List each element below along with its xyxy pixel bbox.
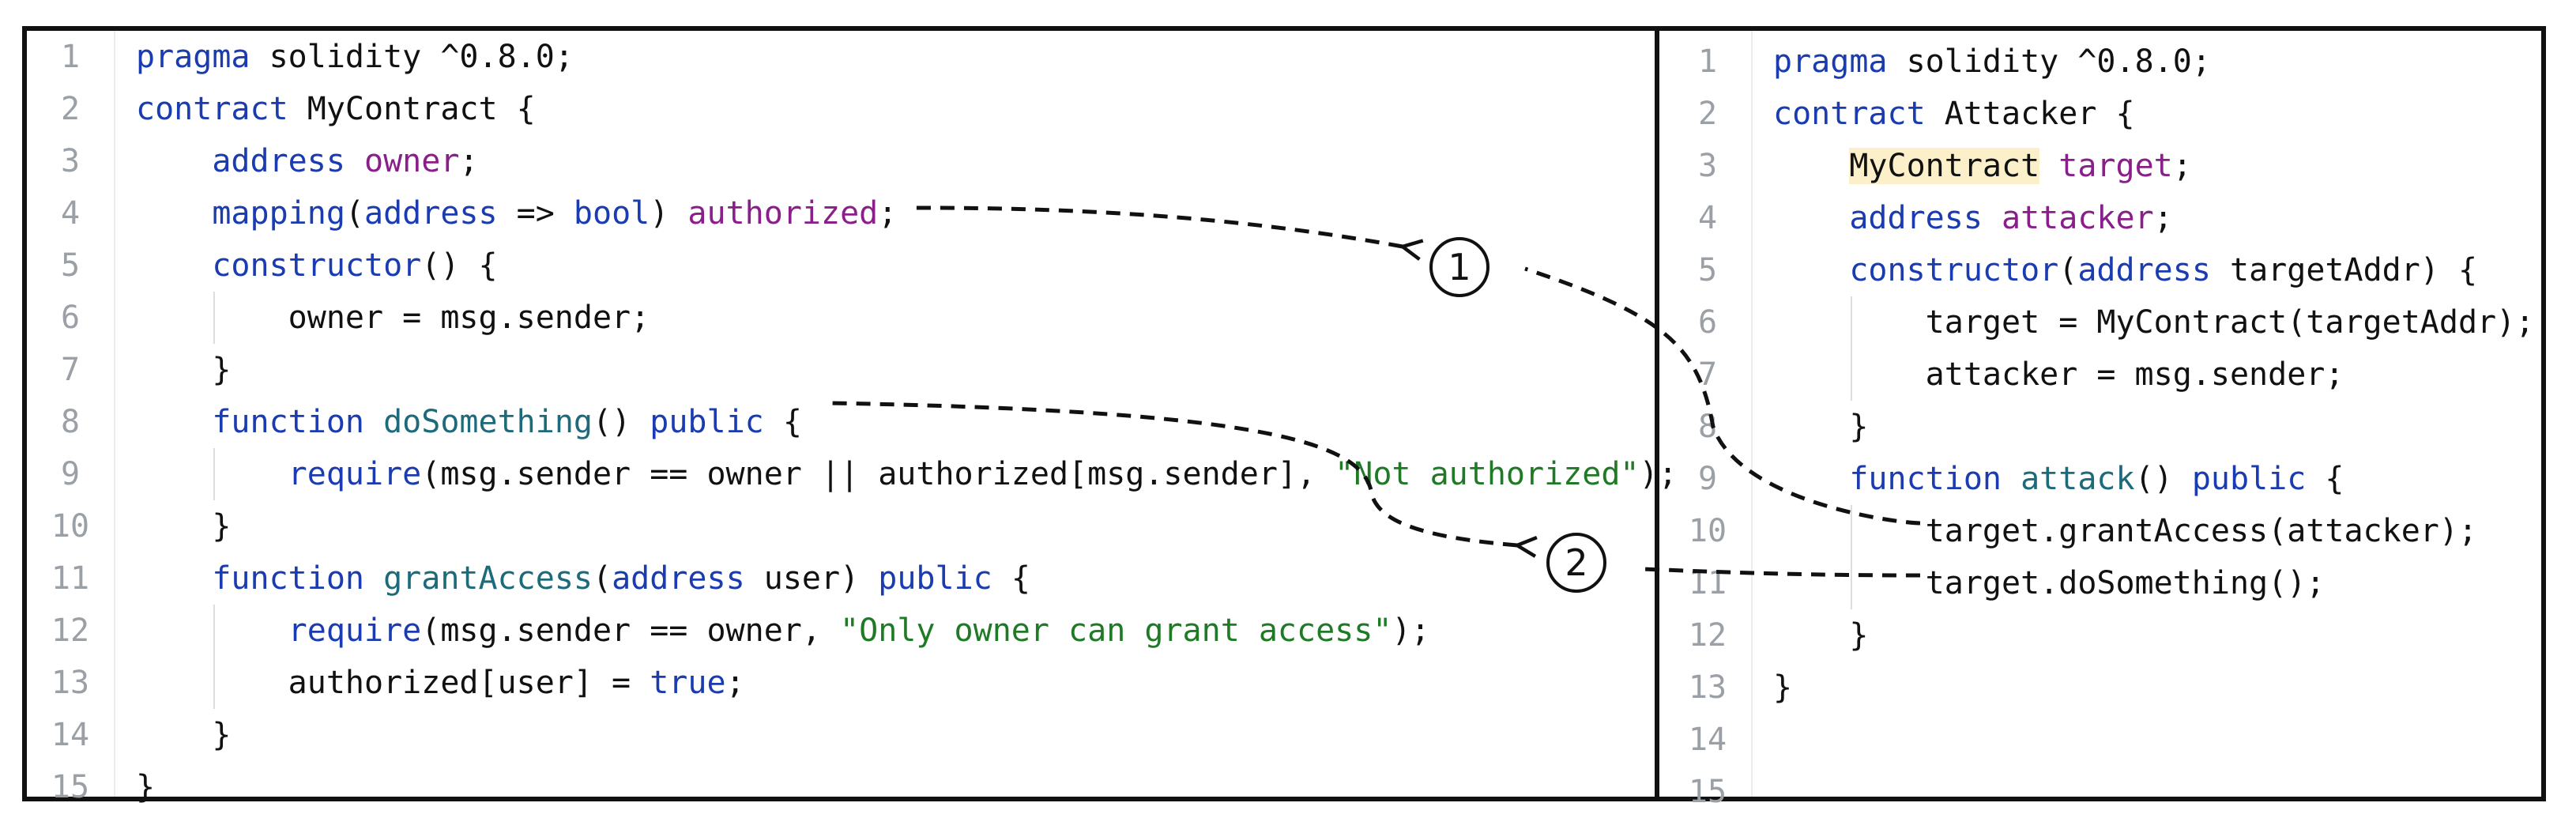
- code-line: 4 mapping(address => bool) authorized;: [27, 187, 1659, 239]
- indent-guide: [1851, 296, 1852, 401]
- code-line: 4 address attacker;: [1664, 192, 2546, 244]
- code-line: 10 }: [27, 500, 1659, 552]
- line-number: 1: [60, 39, 81, 75]
- line-number: 3: [60, 143, 81, 179]
- line-number: 9: [60, 456, 81, 492]
- code-text: mapping(address => bool) authorized;: [212, 195, 898, 232]
- code-line: 10 target.grantAccess(attacker);: [1664, 505, 2546, 557]
- code-text: attacker = msg.sender;: [1773, 356, 2344, 393]
- code-line: 11 function grantAccess(address user) pu…: [27, 552, 1659, 605]
- code-line: 12 require(msg.sender == owner, "Only ow…: [27, 605, 1659, 657]
- gutter-divider: [114, 31, 115, 797]
- code-text: }: [136, 508, 232, 545]
- code-line: 12 }: [1664, 609, 2546, 662]
- code-line: 7 attacker = msg.sender;: [1664, 349, 2546, 401]
- code-line: 5 constructor(address targetAddr) {: [1664, 244, 2546, 296]
- code-text: }: [1773, 617, 1869, 654]
- code-line: 1 pragma solidity ^0.8.0;: [1664, 36, 2546, 88]
- code-line: 15}: [27, 761, 1659, 813]
- code-line: 3 MyContract target;: [1664, 140, 2546, 192]
- code-line: 13 authorized[user] = true;: [27, 657, 1659, 709]
- code-text: target.grantAccess(attacker);: [1773, 513, 2478, 549]
- line-number: 3: [1697, 148, 1718, 184]
- indent-guide: [213, 605, 215, 709]
- line-number: 15: [1688, 774, 1727, 810]
- code-text: function grantAccess(address user) publi…: [212, 560, 1030, 597]
- code-line: 6 target = MyContract(targetAddr);: [1664, 296, 2546, 349]
- code-line: 6 owner = msg.sender;: [27, 292, 1659, 344]
- code-text: MyContract target;: [1849, 148, 2192, 184]
- line-number: 8: [1697, 409, 1718, 445]
- code-line: 9 require(msg.sender == owner || authori…: [27, 448, 1678, 500]
- code-text: address owner;: [212, 143, 479, 179]
- line-number: 9: [1697, 461, 1718, 497]
- code-line: 1 pragma solidity ^0.8.0;: [27, 31, 1659, 83]
- line-number: 11: [1688, 565, 1727, 601]
- code-text: authorized[user] = true;: [136, 665, 745, 701]
- code-line: 3 address owner;: [27, 135, 1659, 187]
- code-line: 5 constructor() {: [27, 239, 1659, 292]
- line-number: 8: [60, 404, 81, 440]
- indent-guide: [213, 292, 215, 344]
- code-text: constructor() {: [212, 247, 498, 284]
- code-line: 15: [1664, 766, 2546, 818]
- attacker-code-panel: 1 pragma solidity ^0.8.0; 2 contract Attack…: [1664, 31, 2546, 810]
- line-number: 15: [51, 769, 90, 805]
- code-text: pragma solidity ^0.8.0;: [136, 39, 574, 75]
- code-line: 7 }: [27, 344, 1659, 396]
- code-text: pragma solidity ^0.8.0;: [1773, 43, 2211, 80]
- code-text: }: [1773, 669, 1793, 706]
- code-line: 2 contract Attacker {: [1664, 88, 2546, 140]
- line-number: 7: [60, 352, 81, 388]
- line-number: 13: [1688, 669, 1727, 706]
- line-number: 5: [60, 247, 81, 284]
- code-line: 9 function attack() public {: [1664, 453, 2546, 505]
- line-number: 2: [60, 91, 81, 127]
- line-number: 12: [51, 612, 90, 649]
- code-text: }: [136, 769, 156, 805]
- line-number: 6: [60, 300, 81, 336]
- line-number: 4: [1697, 200, 1718, 236]
- code-line: 8 function doSomething() public {: [27, 396, 1659, 448]
- code-line: 14 }: [27, 709, 1659, 761]
- code-text: require(msg.sender == owner || authorize…: [288, 456, 1678, 492]
- code-line: 11 target.doSomething();: [1664, 557, 2546, 609]
- line-number: 7: [1697, 356, 1718, 393]
- code-text: contract MyContract {: [136, 91, 536, 127]
- code-text: }: [1773, 409, 1869, 445]
- code-comparison-frame: 1 pragma solidity ^0.8.0; 2 contract MyCont…: [22, 26, 2546, 810]
- code-line: 14: [1664, 714, 2546, 766]
- code-text: constructor(address targetAddr) {: [1849, 252, 2478, 288]
- panel-divider: [1655, 26, 1659, 801]
- code-line: 13}: [1664, 662, 2546, 714]
- indent-guide: [1851, 505, 1852, 609]
- mycontract-code-panel: 1 pragma solidity ^0.8.0; 2 contract MyCont…: [27, 31, 1678, 805]
- line-number: 14: [1688, 722, 1727, 758]
- code-line: 8 }: [1664, 401, 2546, 453]
- code-text: address attacker;: [1849, 200, 2173, 236]
- line-number: 2: [1697, 96, 1718, 132]
- line-number: 1: [1697, 43, 1718, 80]
- line-number: 14: [51, 717, 90, 753]
- line-number: 13: [51, 665, 90, 701]
- line-number: 10: [1688, 513, 1727, 549]
- line-number: 12: [1688, 617, 1727, 654]
- line-number: 6: [1697, 304, 1718, 341]
- code-text: contract Attacker {: [1773, 96, 2135, 132]
- line-number: 10: [51, 508, 90, 545]
- code-text: target.doSomething();: [1773, 565, 2326, 601]
- code-text: owner = msg.sender;: [136, 300, 650, 336]
- code-text: }: [136, 352, 232, 388]
- code-text: }: [136, 717, 232, 753]
- code-text: target = MyContract(targetAddr);: [1773, 304, 2535, 341]
- code-line: 2 contract MyContract {: [27, 83, 1659, 135]
- code-text: function attack() public {: [1849, 461, 2344, 497]
- code-text: require(msg.sender == owner, "Only owner…: [288, 612, 1430, 649]
- code-text: function doSomething() public {: [212, 404, 802, 440]
- indent-guide: [213, 448, 215, 500]
- line-number: 11: [51, 560, 90, 597]
- line-number: 5: [1697, 252, 1718, 288]
- line-number: 4: [60, 195, 81, 232]
